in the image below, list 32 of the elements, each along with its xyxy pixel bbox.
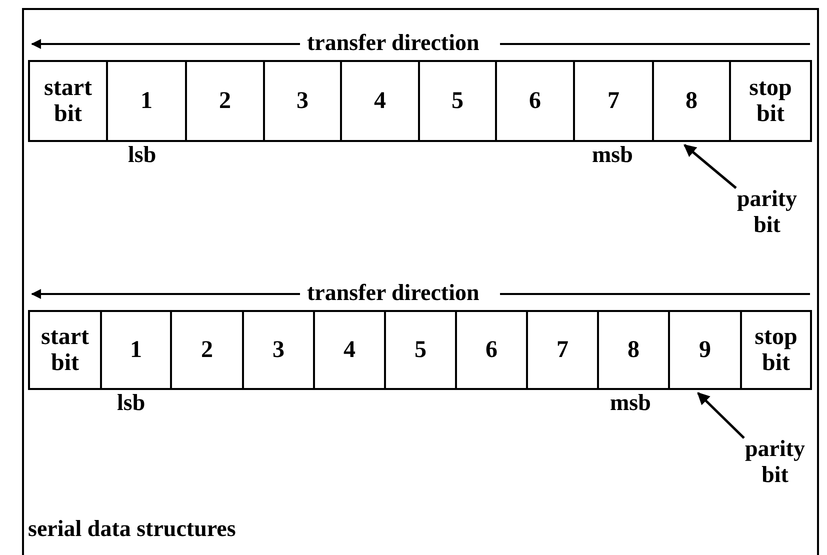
bit-cell: 6 [495, 60, 575, 142]
bit-cell: 7 [573, 60, 654, 142]
bit-cell: 1 [106, 60, 187, 142]
bit-cell: 2 [170, 310, 244, 390]
bit-cell: start bit [28, 310, 102, 390]
leader-arrow [697, 392, 745, 439]
bit-cell: stop bit [740, 310, 812, 390]
bit-cell: 5 [418, 60, 497, 142]
msb-label: msb [592, 142, 633, 168]
direction-label: transfer direction [307, 30, 480, 56]
msb-label: msb [610, 390, 651, 416]
bit-cell: 6 [455, 310, 528, 390]
lsb-label: lsb [117, 390, 146, 416]
bit-cell: 3 [263, 60, 342, 142]
bit-cell: 2 [185, 60, 265, 142]
leader-arrow [684, 144, 737, 189]
parity-bit-label: parity bit [722, 186, 812, 238]
bit-cell: 4 [313, 310, 386, 390]
lsb-label: lsb [128, 142, 156, 168]
bit-cell: start bit [28, 60, 108, 142]
bit-cell: 8 [597, 310, 670, 390]
bit-cell: 5 [384, 310, 457, 390]
caption: serial data structures [28, 516, 236, 542]
bit-cell: 4 [340, 60, 420, 142]
bit-cell: 8 [652, 60, 731, 142]
parity-bit-label: parity bit [730, 436, 820, 488]
bit-cell: 7 [526, 310, 599, 390]
bit-cell: 3 [242, 310, 315, 390]
bit-cell: 9 [668, 310, 742, 390]
direction-label: transfer direction [307, 280, 480, 306]
bit-cell: stop bit [729, 60, 812, 142]
bit-cell: 1 [100, 310, 172, 390]
